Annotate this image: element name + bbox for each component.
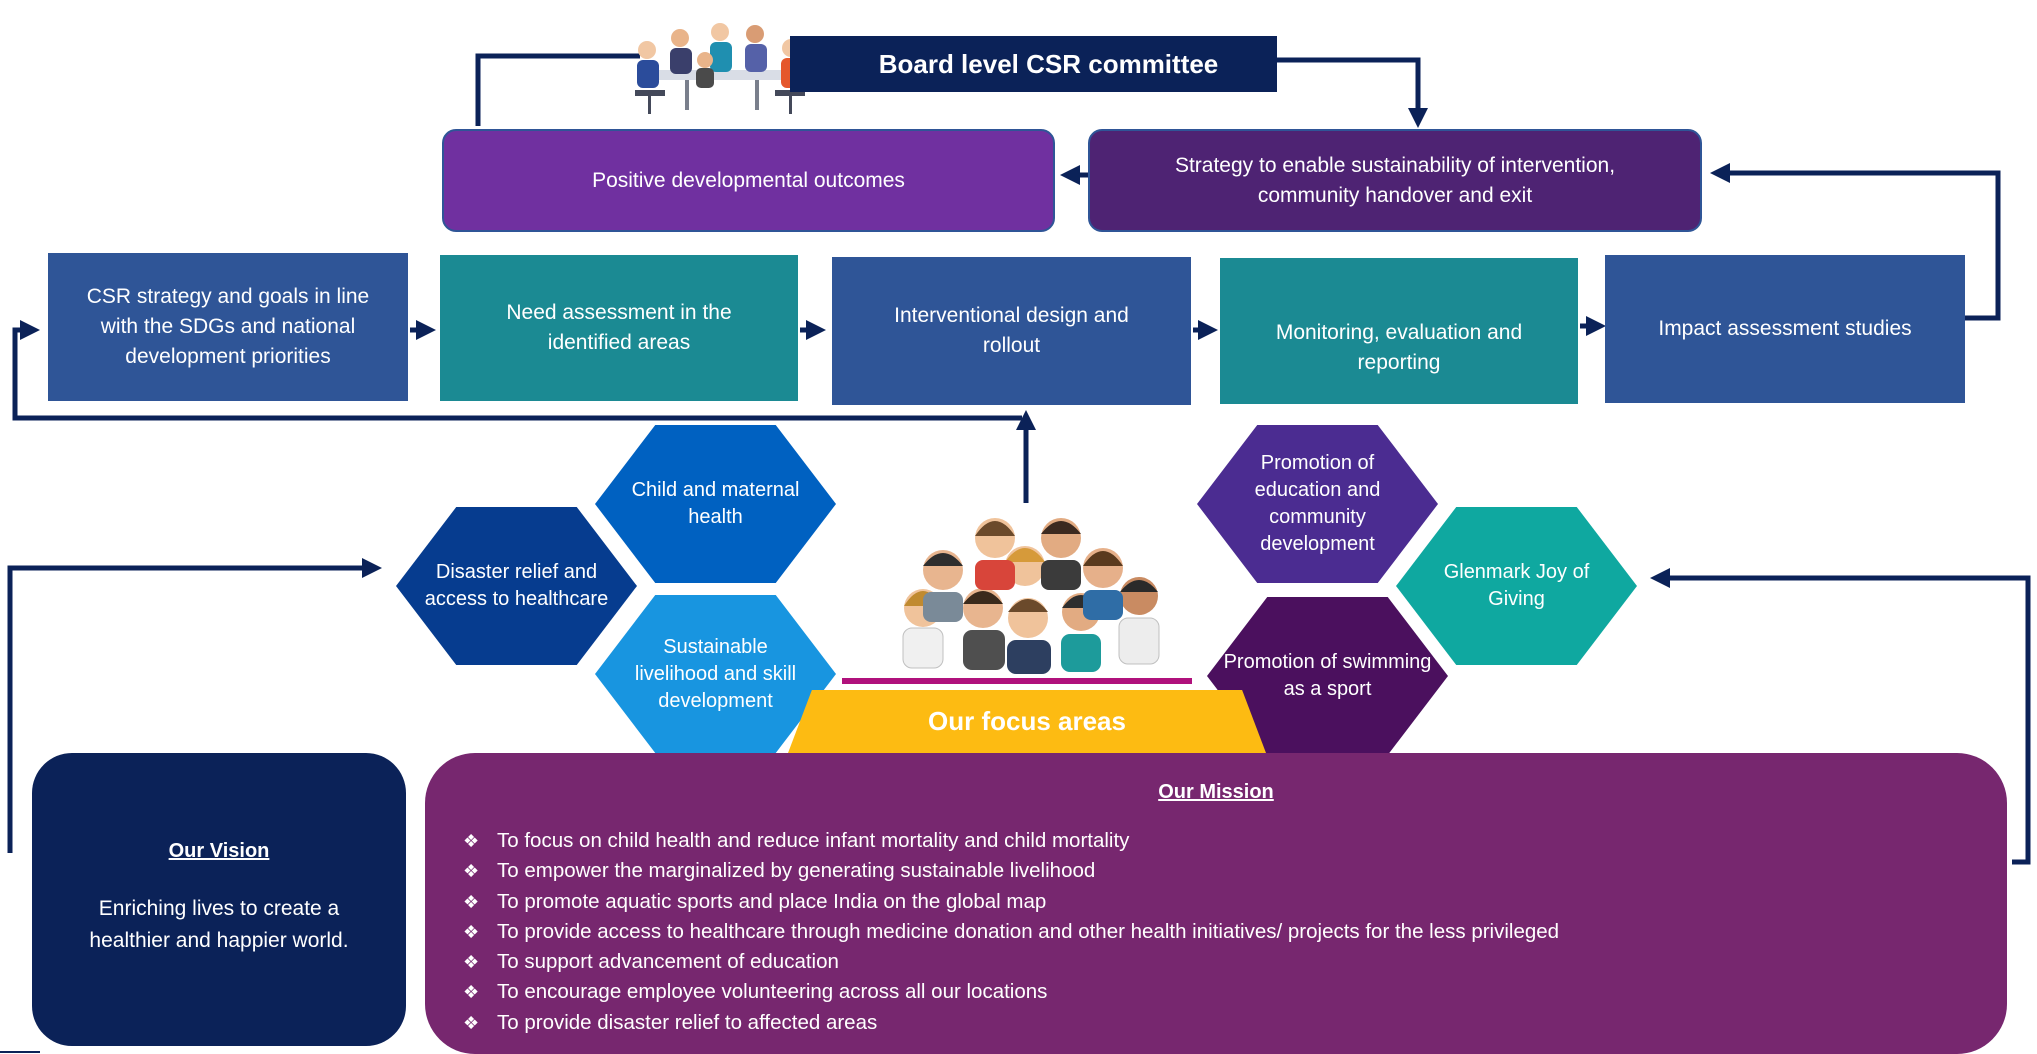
focus-area-sustainable-livelihood: Sustainable livelihood and skill develop… [595, 595, 836, 753]
mission-item: ❖To encourage employee volunteering acro… [463, 977, 2007, 1007]
mission-item: ❖To support advancement of education [463, 947, 2007, 977]
diamond-bullet-icon: ❖ [463, 831, 480, 851]
focus-areas-underline [842, 678, 1192, 684]
arrow-board-left [475, 53, 640, 126]
mission-item: ❖To promote aquatic sports and place Ind… [463, 887, 2007, 917]
board-meeting-illustration [635, 23, 805, 114]
diamond-bullet-icon: ❖ [463, 952, 480, 973]
arrow-impact-to-strategy [1710, 163, 2001, 321]
mission-item: ❖To provide access to healthcare through… [463, 917, 2007, 947]
positive-outcomes-box: Positive developmental outcomes [442, 129, 1055, 232]
diamond-bullet-icon: ❖ [463, 982, 480, 1003]
arrow-board-to-strategy [1277, 57, 1428, 128]
arrow-mission-to-focus [1650, 568, 2031, 865]
vision-panel: Our Vision Enriching lives to create a h… [32, 753, 406, 1046]
mission-list: ❖To focus on child health and reduce inf… [463, 826, 2007, 1038]
focus-areas-title: Our focus areas [788, 690, 1266, 753]
line-loop-to-csr [12, 320, 1022, 421]
csr-strategy-box: CSR strategy and goals in line with the … [48, 253, 408, 401]
diamond-bullet-icon: ❖ [463, 921, 480, 942]
diamond-bullet-icon: ❖ [463, 891, 480, 912]
arrow-vision-to-focus [7, 558, 382, 853]
focus-area-child-maternal-health: Child and maternal health [595, 425, 836, 583]
need-assessment-box: Need assessment in the identified areas [440, 255, 798, 401]
monitoring-box: Monitoring, evaluation and reporting [1220, 258, 1578, 404]
diamond-bullet-icon: ❖ [463, 861, 480, 882]
vision-heading: Our Vision [168, 840, 270, 862]
board-csr-committee: Board level CSR committee [790, 36, 1277, 92]
mission-panel: Our Mission ❖To focus on child health an… [425, 753, 2007, 1054]
impact-assessment-box: Impact assessment studies [1605, 255, 1965, 403]
interventional-design-box: Interventional design and rollout [832, 257, 1191, 405]
mission-item: ❖To provide disaster relief to affected … [463, 1008, 2007, 1038]
community-group-illustration [902, 518, 1160, 674]
sustainability-strategy-box: Strategy to enable sustainability of int… [1088, 129, 1702, 232]
mission-item: ❖To empower the marginalized by generati… [463, 856, 2007, 886]
diamond-bullet-icon: ❖ [463, 1012, 480, 1033]
mission-item: ❖To focus on child health and reduce inf… [463, 826, 2007, 856]
vision-text: Enriching lives to create a healthier an… [89, 897, 349, 952]
mission-heading: Our Mission [1158, 781, 1274, 803]
